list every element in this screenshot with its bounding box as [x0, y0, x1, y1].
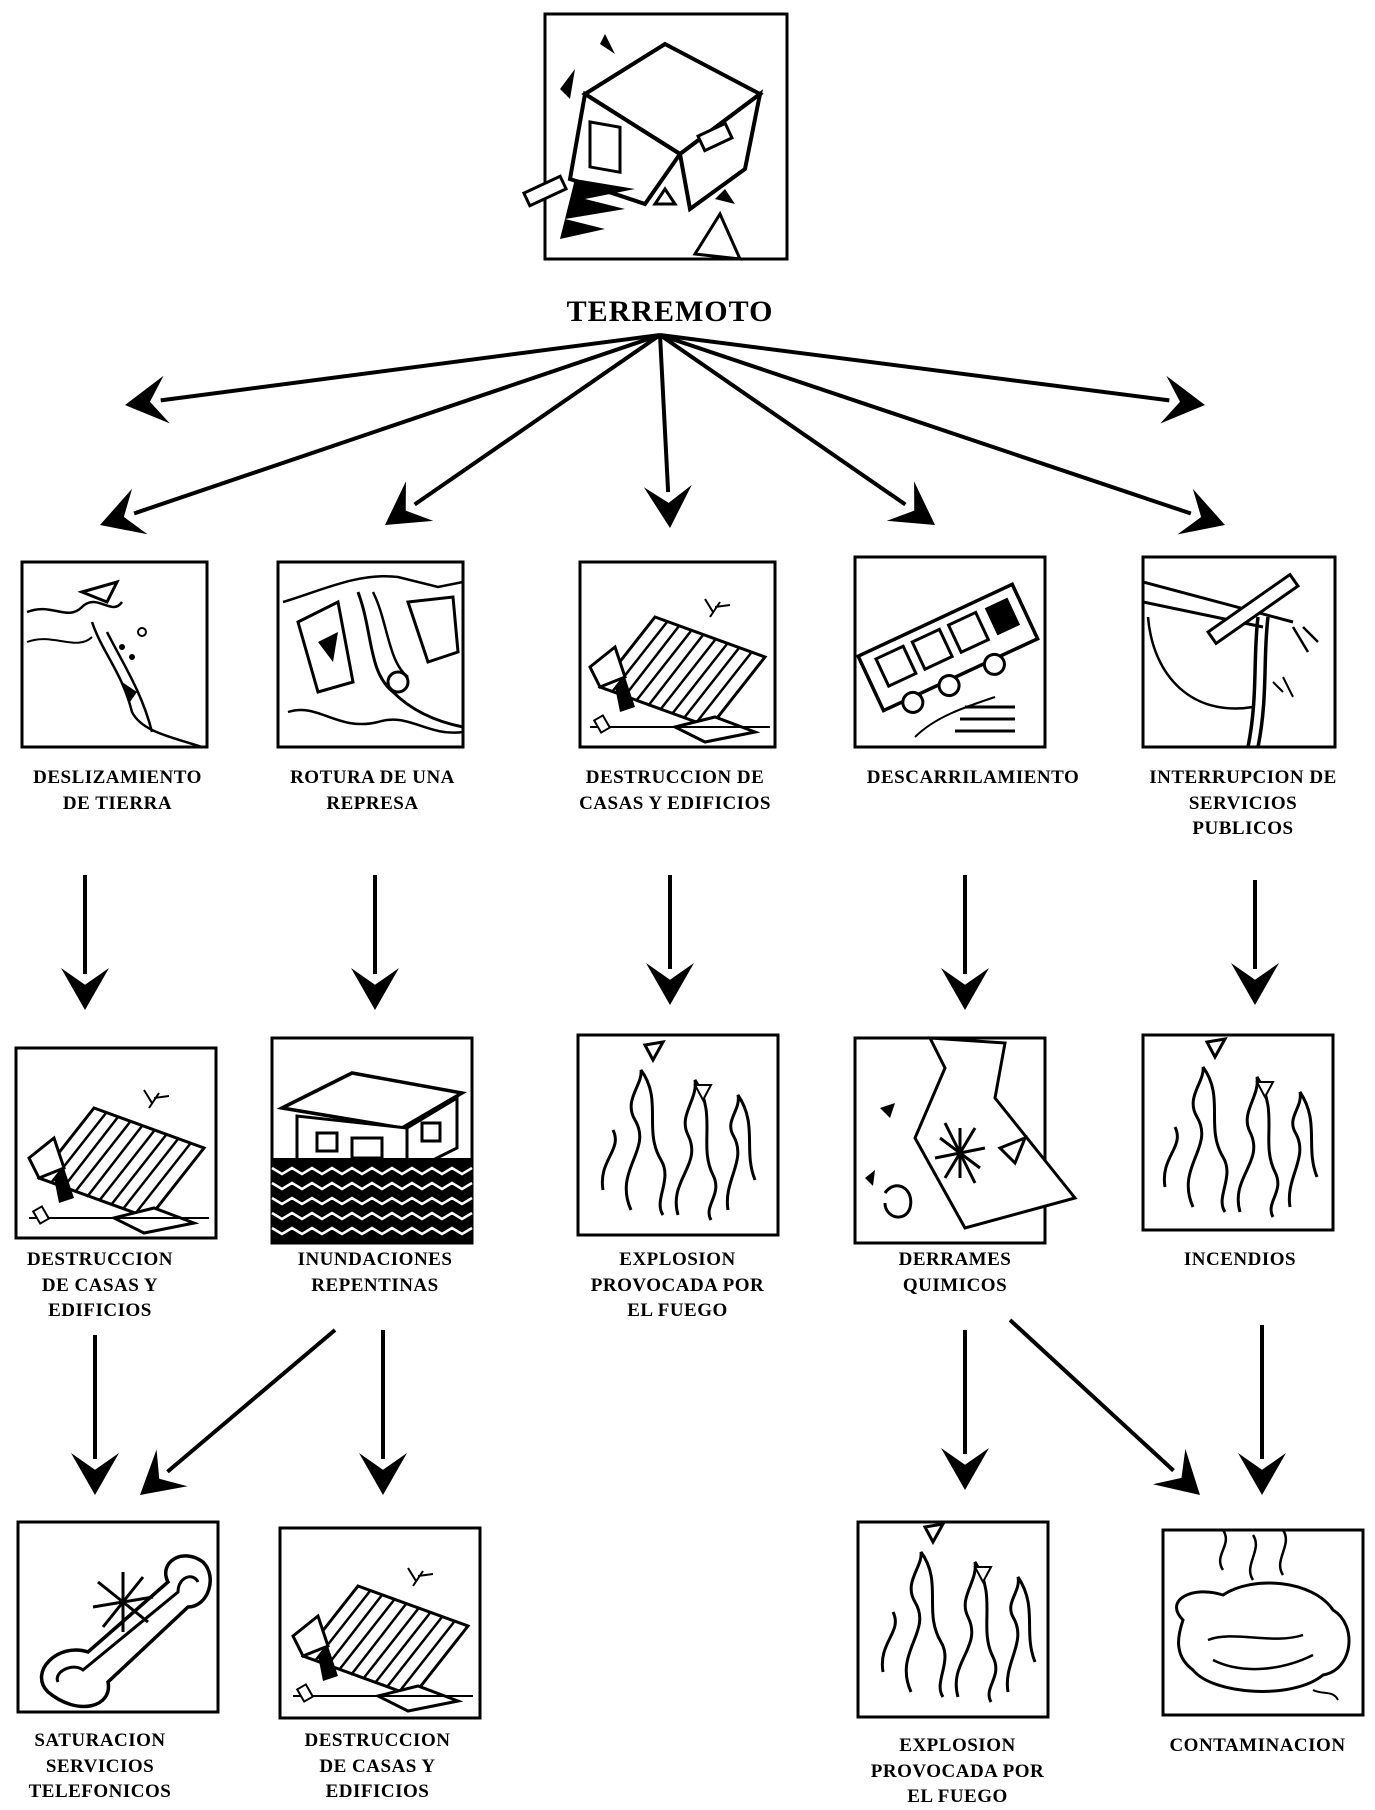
- arrow-head: [71, 1453, 119, 1495]
- node-label-destruccion2: DESTRUCCION DE CASAS Y EDIFICIOS: [0, 1247, 200, 1324]
- label-line: DESTRUCCION DE: [585, 767, 765, 788]
- arrow-head: [359, 1453, 407, 1495]
- chemical-spill-icon: [853, 1036, 1078, 1245]
- arrow-head: [1160, 375, 1205, 424]
- label-line: DE CASAS Y: [41, 1274, 159, 1296]
- arrow-line: [160, 333, 661, 403]
- dam-break-icon: [276, 560, 465, 749]
- label-line: SERVICIOS: [45, 1755, 155, 1777]
- label-line: TELEFONICOS: [28, 1781, 172, 1803]
- label-line: EL FUEGO: [627, 1300, 728, 1322]
- arrow-line: [659, 333, 1192, 516]
- arrow-head: [61, 968, 109, 1010]
- label-line: SATURACION: [34, 1730, 166, 1751]
- label-line: QUIMICOS: [902, 1274, 1008, 1296]
- label-line: DESLIZAMIENTO: [33, 767, 202, 788]
- root-label-text: TERREMOTO: [566, 295, 774, 328]
- node-label-deslizamiento: DESLIZAMIENTO DE TIERRA: [10, 765, 225, 816]
- node-label-destruccion3: DESTRUCCION DE CASAS Y EDIFICIOS: [270, 1728, 485, 1805]
- arrow-head: [941, 968, 989, 1010]
- label-line: PUBLICOS: [1192, 818, 1294, 840]
- arrow-head: [140, 1449, 188, 1495]
- flames-icon: [1141, 1033, 1335, 1232]
- arrow-head: [886, 481, 935, 525]
- arrow-line: [413, 333, 662, 507]
- arrow-head: [1238, 1453, 1286, 1495]
- root-label: TERREMOTO: [540, 292, 800, 333]
- label-line: REPRESA: [326, 792, 419, 814]
- arrow-head: [643, 484, 692, 528]
- label-line: INTERRUPCION DE: [1149, 767, 1337, 788]
- node-label-derrames: DERRAMES QUIMICOS: [855, 1247, 1055, 1298]
- label-line: INCENDIOS: [1183, 1249, 1297, 1270]
- arrow-head: [100, 488, 148, 535]
- telephone-icon: [16, 1520, 220, 1714]
- arrow-head: [1231, 963, 1279, 1005]
- node-label-explosion: EXPLOSION PROVOCADA POR EL FUEGO: [565, 1247, 790, 1324]
- arrow-head: [941, 1448, 989, 1490]
- node-label-incendios: INCENDIOS: [1140, 1247, 1340, 1273]
- arrow-head: [1152, 1448, 1200, 1495]
- contamination-icon: [1161, 1528, 1365, 1717]
- label-line: EXPLOSION: [619, 1249, 736, 1270]
- label-line: CONTAMINACION: [1169, 1735, 1346, 1756]
- label-line: EDIFICIOS: [325, 1781, 430, 1803]
- label-line: PROVOCADA POR: [870, 1760, 1045, 1782]
- arrows: [61, 333, 1286, 1495]
- arrow-head: [646, 963, 694, 1005]
- arrow-line: [659, 333, 1170, 403]
- collapsed-house-icon: [578, 560, 777, 749]
- arrow-head: [351, 968, 399, 1010]
- label-line: INUNDACIONES: [297, 1249, 453, 1270]
- arrow-head: [125, 375, 170, 424]
- arrow-line: [1008, 1318, 1175, 1473]
- label-line: EXPLOSION: [899, 1735, 1016, 1756]
- landslide-icon: [20, 560, 209, 749]
- label-line: REPENTINAS: [311, 1274, 439, 1296]
- flames-icon: [576, 1033, 780, 1237]
- label-line: ROTURA DE UNA: [290, 767, 455, 788]
- arrow-line: [133, 333, 661, 516]
- node-label-explosion2: EXPLOSION PROVOCADA POR EL FUEGO: [845, 1733, 1070, 1810]
- arrow-line: [658, 333, 907, 507]
- node-label-destruccion: DESTRUCCION DE CASAS Y EDIFICIOS: [555, 765, 795, 816]
- label-line: PROVOCADA POR: [590, 1274, 765, 1296]
- label-line: EDIFICIOS: [48, 1300, 152, 1322]
- collapsed-house-icon: [14, 1046, 218, 1240]
- label-line: DE CASAS Y: [319, 1755, 436, 1777]
- label-line: DE TIERRA: [62, 792, 173, 814]
- flames-icon: [856, 1520, 1050, 1719]
- broken-power-line-icon: [1141, 555, 1337, 749]
- arrow-head: [1177, 488, 1225, 535]
- label-line: DESTRUCCION: [304, 1730, 451, 1751]
- label-line: CASAS Y EDIFICIOS: [579, 792, 771, 814]
- node-label-descarrilamiento: DESCARRILAMIENTO: [848, 765, 1098, 791]
- arrow-line: [658, 334, 671, 493]
- derailed-train-icon: [853, 555, 1047, 749]
- node-label-inundaciones: INUNDACIONES REPENTINAS: [260, 1247, 490, 1298]
- node-label-contaminacion: CONTAMINACION: [1140, 1733, 1375, 1759]
- arrow-line: [166, 1328, 337, 1474]
- arrow-head: [385, 481, 434, 525]
- label-line: EL FUEGO: [907, 1786, 1008, 1808]
- node-label-saturacion: SATURACION SERVICIOS TELEFONICOS: [0, 1728, 200, 1805]
- node-label-interrupcion: INTERRUPCION DE SERVICIOS PUBLICOS: [1118, 765, 1368, 842]
- collapsed-house-icon: [278, 1526, 482, 1720]
- label-line: DERRAMES: [898, 1249, 1012, 1270]
- label-line: DESCARRILAMIENTO: [866, 767, 1080, 788]
- label-line: SERVICIOS: [1188, 792, 1298, 814]
- flooded-house-icon: [270, 1036, 474, 1245]
- node-label-rotura: ROTURA DE UNA REPRESA: [265, 765, 480, 816]
- earthquake-icon: [521, 12, 789, 261]
- label-line: DESTRUCCION: [27, 1249, 173, 1270]
